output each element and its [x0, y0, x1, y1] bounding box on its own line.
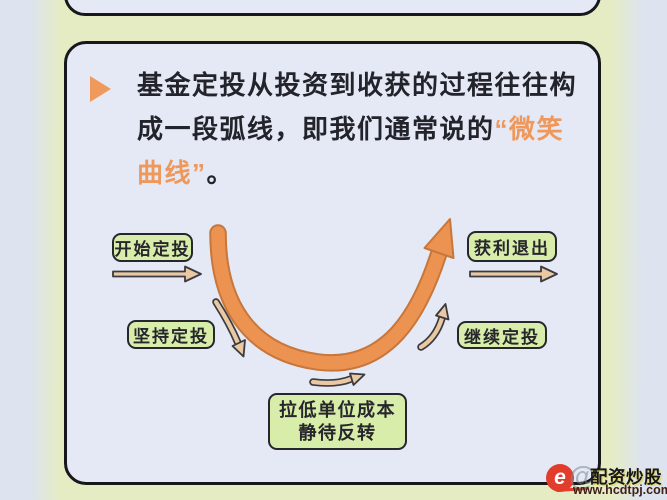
label-persist-investing: 坚持定投	[127, 320, 215, 349]
bullet-triangle-icon	[90, 76, 111, 102]
label-lower-cost-text: 拉低单位成本	[279, 399, 396, 420]
label-wait-reversal-text: 静待反转	[298, 422, 377, 443]
intro-line2-dark: 成一段弧线，即我们通常说的	[137, 114, 495, 144]
intro-line-3: 曲线”。	[137, 151, 589, 195]
label-exit-text: 获利退出	[474, 239, 550, 258]
label-start-investing: 开始定投	[112, 233, 193, 262]
intro-line3-highlight: 曲线”	[137, 158, 207, 188]
label-lower-cost-wait: 拉低单位成本 静待反转	[268, 393, 407, 450]
label-start-text: 开始定投	[114, 240, 191, 259]
label-continue-text: 继续定投	[464, 327, 540, 347]
label-profit-exit: 获利退出	[467, 231, 557, 262]
intro-line3-dark: 。	[206, 158, 235, 188]
top-card-partial	[64, 0, 601, 16]
label-continue-investing: 继续定投	[457, 321, 547, 349]
intro-line1-text: 基金定投从投资到收获的过程往往构	[137, 70, 578, 100]
watermark-url: www.hcdtpj.com	[573, 483, 667, 497]
at-symbol-icon: @	[569, 461, 595, 492]
logo-e-icon: e	[546, 464, 574, 492]
at-symbol-text: @	[569, 461, 596, 491]
watermark-brand: 配资炒股	[590, 467, 662, 487]
logo-letter: e	[554, 466, 566, 489]
intro-line-1: 基金定投从投资到收获的过程往往构	[137, 63, 589, 107]
intro-paragraph: 基金定投从投资到收获的过程往往构 成一段弧线，即我们通常说的“微笑 曲线”。	[137, 63, 589, 195]
label-persist-text: 坚持定投	[133, 327, 209, 346]
intro-line2-highlight: “微笑	[494, 114, 565, 144]
intro-line-2: 成一段弧线，即我们通常说的“微笑	[137, 107, 589, 151]
